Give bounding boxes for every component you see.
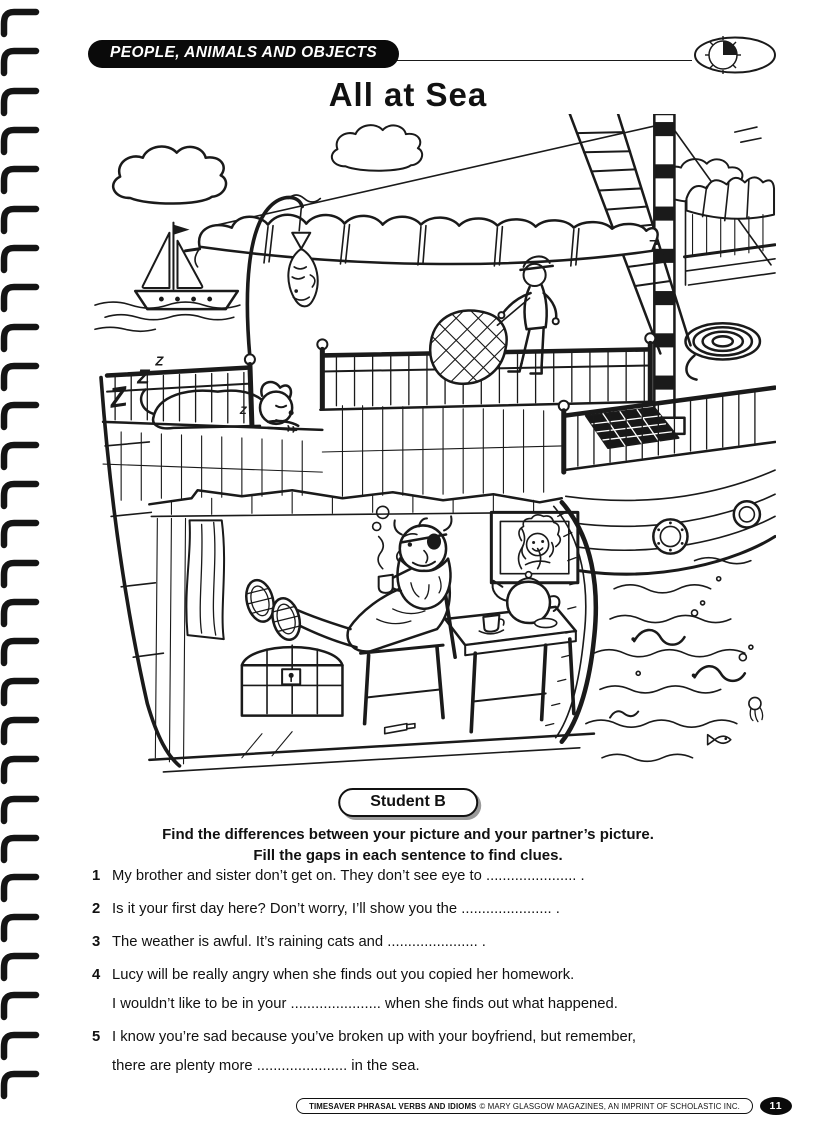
- footer-credit-pill: TIMESAVER PHRASAL VERBS AND IDIOMS© MARY…: [296, 1098, 753, 1114]
- question-text: My brother and sister don’t get on. They…: [112, 868, 585, 884]
- svg-text:Z: Z: [154, 353, 164, 368]
- category-label: PEOPLE, ANIMALS AND OBJECTS: [110, 44, 378, 61]
- instructions: Find the differences between your pictur…: [0, 824, 816, 867]
- question-text: I know you’re sad because you’ve broken …: [112, 1029, 636, 1045]
- question-number: 5: [92, 1029, 101, 1045]
- question-text: I wouldn’t like to be in your ..........…: [112, 996, 618, 1012]
- svg-text:Z: Z: [107, 380, 131, 413]
- sea-creatures: [585, 556, 764, 763]
- fisherman-with-net: [428, 255, 560, 385]
- spiral-binding-icon: [0, 0, 44, 1123]
- instructions-line-1: Find the differences between your pictur…: [162, 826, 654, 843]
- question-1: 1 My brother and sister don’t get on. Th…: [92, 866, 790, 886]
- student-badge: Student B: [338, 788, 478, 817]
- hull-left: [99, 375, 563, 768]
- page-number-badge: 11: [760, 1097, 792, 1115]
- footer: TIMESAVER PHRASAL VERBS AND IDIOMS© MARY…: [296, 1097, 792, 1115]
- clock-icon: [692, 34, 778, 76]
- question-text: The weather is awful. It’s raining cats …: [112, 934, 486, 950]
- question-text: Is it your first day here? Don’t worry, …: [112, 901, 560, 917]
- question-number: 4: [92, 967, 101, 983]
- distant-sailboat: [94, 221, 241, 333]
- student-badge-label: Student B: [370, 793, 446, 810]
- question-text: Lucy will be really angry when she finds…: [112, 967, 575, 983]
- question-2: 2 Is it your first day here? Don’t worry…: [92, 899, 790, 919]
- svg-text:Z: Z: [136, 367, 150, 389]
- davit-and-fish: [245, 195, 319, 360]
- category-label-pill: PEOPLE, ANIMALS AND OBJECTS: [88, 40, 400, 68]
- hull-cut-edge: [545, 500, 599, 744]
- question-3: 3 The weather is awful. It’s raining cat…: [92, 932, 790, 952]
- mast: [208, 114, 772, 436]
- cabin-cutaway: [148, 488, 596, 773]
- stern-bulwark: [682, 176, 776, 286]
- clouds: [111, 124, 762, 205]
- page-number: 11: [769, 1100, 783, 1112]
- questions-list: 1 My brother and sister don’t get on. Th…: [92, 866, 790, 1089]
- furled-sail: [184, 213, 659, 268]
- upper-deck-dog: [101, 353, 324, 433]
- rope-coil: [684, 321, 762, 381]
- question-4: 4 Lucy will be really angry when she fin…: [92, 965, 790, 1014]
- question-text: there are plenty more ..................…: [112, 1058, 420, 1074]
- cabin-table: [443, 527, 578, 734]
- question-5: 5 I know you’re sad because you’ve broke…: [92, 1027, 790, 1076]
- question-number: 3: [92, 934, 101, 950]
- instructions-line-2: Fill the gaps in each sentence to find c…: [253, 847, 563, 865]
- page-title: All at Sea: [328, 76, 488, 113]
- teapot: [491, 527, 561, 625]
- portrait-frame: [489, 510, 580, 585]
- side-railing-and-hull: [557, 385, 776, 576]
- header-rule: [360, 60, 760, 61]
- question-number: 2: [92, 901, 101, 917]
- footer-series-title: TIMESAVER PHRASAL VERBS AND IDIOMS: [309, 1101, 477, 1111]
- pirate-captain: [245, 505, 457, 726]
- footer-credit-text: © MARY GLASGOW MAGAZINES, AN IMPRINT OF …: [479, 1101, 740, 1111]
- svg-text:Z: Z: [239, 405, 248, 417]
- question-number: 1: [92, 868, 101, 884]
- treasure-chest: [240, 644, 344, 717]
- ship-scene-illustration: Z Z Z Z: [94, 114, 776, 773]
